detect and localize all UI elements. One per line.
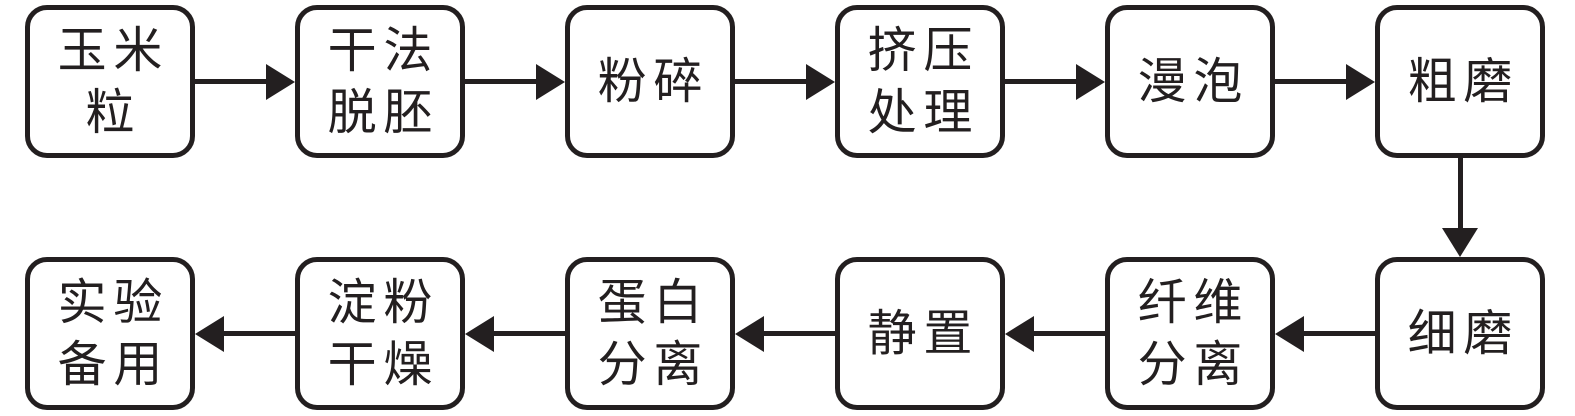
arrowhead-down-icon (1442, 228, 1478, 257)
node-dry-degermination: 干法 脱胚 (295, 5, 465, 158)
node-label-line: 细磨 (1407, 305, 1520, 361)
node-label-line: 干法 (327, 22, 440, 78)
arrowhead-left-icon (1275, 316, 1304, 352)
node-label-line: 分离 (1137, 336, 1250, 392)
arrow-shaft (1458, 158, 1463, 229)
node-coarse-grinding: 粗磨 (1375, 5, 1545, 158)
arrow-shaft (1303, 331, 1375, 336)
node-crushing: 粉碎 (565, 5, 735, 158)
node-label-line: 漫泡 (1137, 53, 1250, 109)
node-label-line: 挤压 (867, 22, 980, 78)
arrow-shaft (1005, 79, 1077, 84)
node-label-line: 蛋白 (597, 274, 710, 330)
arrowhead-right-icon (1346, 64, 1375, 100)
node-soaking: 漫泡 (1105, 5, 1275, 158)
arrow-shaft (465, 79, 537, 84)
node-label-line: 粒 (85, 84, 142, 140)
arrow-shaft (195, 79, 267, 84)
node-label-line: 处理 (867, 84, 980, 140)
node-extrusion-treatment: 挤压 处理 (835, 5, 1005, 158)
node-label-line: 备用 (57, 336, 170, 392)
node-starch-drying: 淀粉 干燥 (295, 257, 465, 410)
arrow-shaft (493, 331, 565, 336)
arrow-shaft (1275, 79, 1347, 84)
node-label-line: 静置 (867, 305, 980, 361)
node-label-line: 玉米 (57, 22, 170, 78)
node-fine-grinding: 细磨 (1375, 257, 1545, 410)
node-label-line: 粗磨 (1407, 53, 1520, 109)
node-label-line: 粉碎 (597, 53, 710, 109)
node-label-line: 纤维 (1137, 274, 1250, 330)
node-label-line: 干燥 (327, 336, 440, 392)
arrowhead-left-icon (465, 316, 494, 352)
node-corn-kernel: 玉米 粒 (25, 5, 195, 158)
node-label-line: 淀粉 (327, 274, 440, 330)
node-fiber-separation: 纤维 分离 (1105, 257, 1275, 410)
arrowhead-right-icon (536, 64, 565, 100)
node-label-line: 实验 (57, 274, 170, 330)
arrow-shaft (763, 331, 835, 336)
node-label-line: 分离 (597, 336, 710, 392)
arrowhead-right-icon (1076, 64, 1105, 100)
arrow-shaft (223, 331, 295, 336)
arrowhead-right-icon (266, 64, 295, 100)
arrowhead-left-icon (195, 316, 224, 352)
arrowhead-right-icon (806, 64, 835, 100)
node-protein-separation: 蛋白 分离 (565, 257, 735, 410)
arrow-shaft (735, 79, 807, 84)
arrow-shaft (1033, 331, 1105, 336)
node-reserved-for-experiment: 实验 备用 (25, 257, 195, 410)
node-label-line: 脱胚 (327, 84, 440, 140)
node-settling: 静置 (835, 257, 1005, 410)
arrowhead-left-icon (735, 316, 764, 352)
arrowhead-left-icon (1005, 316, 1034, 352)
